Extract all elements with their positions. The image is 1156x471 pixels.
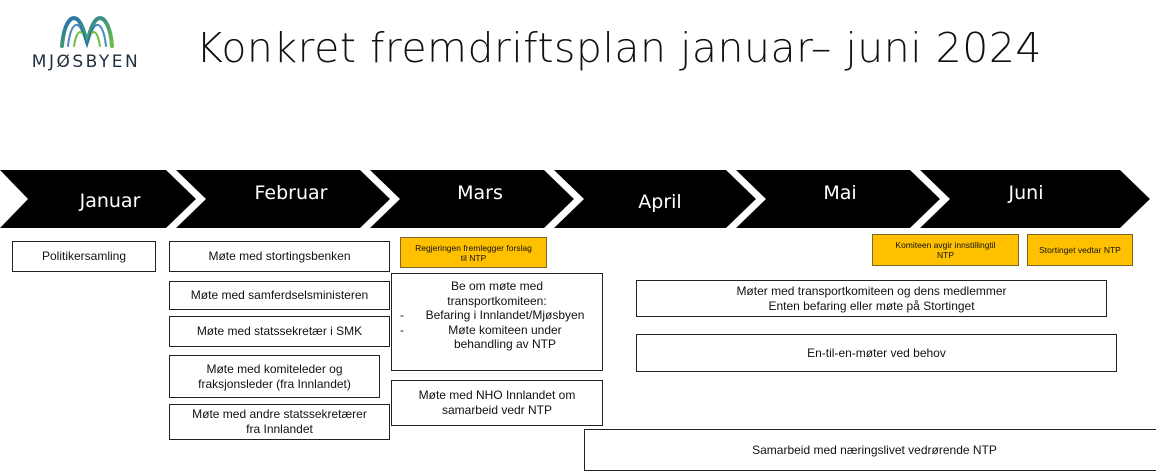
box-medlemmer-line1: Møter med transportkomiteen og dens medl… [736,283,1007,298]
box-komiteen-innstilling: Komiteen avgir innstillingtil NTP [872,234,1019,266]
box-nho-line1: Møte med NHO Innlandet om [418,388,576,402]
box-transportkomiteen-line2: transportkomiteen: [447,293,547,308]
list-item-line1: Møte komiteen under [448,322,562,337]
box-regjeringen-forslag: Regjeringen fremlegger forslag til NTP [400,237,547,268]
box-nho-innlandet: Møte med NHO Innlandet om samarbeid vedr… [391,380,603,426]
month-januar: Januar [79,190,141,212]
chevron-juni [920,170,1150,228]
month-februar: Februar [254,182,328,204]
box-en-til-en: En-til-en-møter ved behov [636,334,1117,372]
box-nho-line2: samarbeid vedr NTP [441,403,553,417]
box-samarbeid-naeringslivet: Samarbeid med næringslivet vedrørende NT… [584,429,1156,471]
box-statssekretaerer-line1: Møte med andre statssekretærer [192,407,367,421]
list-item-line2: behandling av NTP [453,337,557,351]
chevron-februar [176,170,390,228]
page-title: Konkret fremdriftsplan januar– juni 2024 [196,24,1042,72]
box-politikersamling: Politikersamling [12,241,156,272]
box-komiteen-line1: Komiteen avgir innstillingtil [895,240,996,250]
mjosbyen-logo: MJØSBYEN [6,8,166,78]
chevron-januar [0,170,196,228]
box-komiteleder-line1: Møte med komiteleder og [206,361,343,376]
box-stortingsbenken: Møte med stortingsbenken [169,241,390,272]
month-april: April [638,191,682,213]
list-item: Befaring i Innlandet/Mjøsbyen [400,308,594,323]
chevron-mai [736,170,940,228]
box-regjeringen-line2: til NTP [460,252,487,263]
box-regjeringen-line1: Regjeringen fremlegger forslag [415,242,532,253]
mjosbyen-logo-icon [60,16,114,48]
timeline-arrows [0,170,1150,228]
box-transportkomiteen-mote: Be om møte med transportkomiteen: Befari… [391,273,603,371]
month-timeline: Januar Februar Mars April Mai Juni [0,170,1156,228]
box-komiteleder: Møte med komiteleder og fraksjonsleder (… [169,355,380,398]
box-statssekretaerer-line2: fra Innlandet [246,422,313,436]
logo-text: MJØSBYEN [31,52,141,72]
chevron-april [554,170,756,228]
box-transportkomiteen-line1: Be om møte med [450,279,544,293]
box-samferdselsministeren: Møte med samferdselsministeren [169,281,390,310]
box-komiteen-line2: NTP [937,250,954,260]
box-statssekretaerer: Møte med andre statssekretærer fra Innla… [169,404,390,440]
box-stortinget-vedtar: Stortinget vedtar NTP [1027,234,1133,266]
box-transportkomiteen-medlemmer: Møter med transportkomiteen og dens medl… [636,280,1107,317]
box-komiteleder-line2: fraksjonsleder (fra Innlandet) [198,376,351,391]
box-medlemmer-line2: Enten befaring eller møte på Stortinget [768,298,975,313]
chevron-mars [370,170,574,228]
month-juni: Juni [1008,182,1044,204]
transportkomiteen-list: Befaring i Innlandet/Mjøsbyen Møte komit… [400,308,594,352]
month-mars: Mars [457,182,503,204]
month-mai: Mai [823,182,857,204]
box-smk: Møte med statssekretær i SMK [169,316,390,347]
